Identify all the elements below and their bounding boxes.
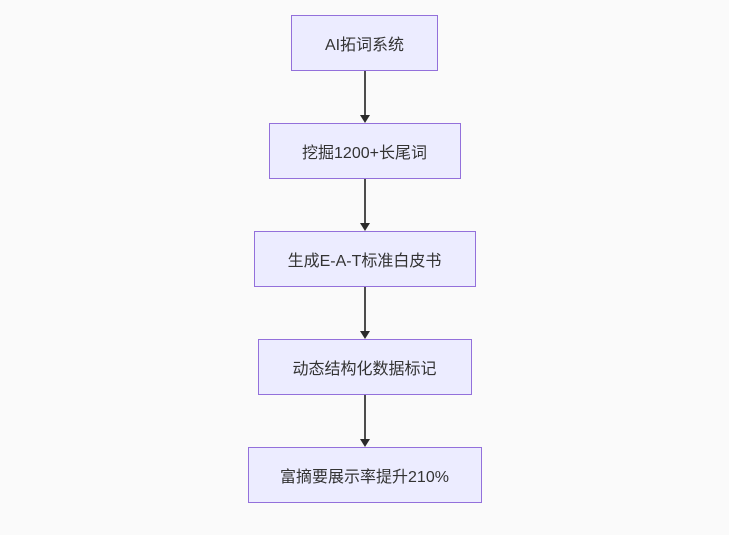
arrowhead-down-icon xyxy=(359,439,370,447)
flow-node-dynamic-structured-data-markup: 动态结构化数据标记 xyxy=(257,339,472,395)
arrow-line xyxy=(363,179,366,224)
flow-node-label: 富摘要展示率提升210% xyxy=(280,469,449,486)
arrow-connector xyxy=(358,71,372,123)
flow-node-label: 动态结构化数据标记 xyxy=(292,361,437,378)
flow-node-label: 生成E-A-T标准白皮书 xyxy=(287,253,442,270)
arrow-line xyxy=(363,287,366,332)
arrow-connector xyxy=(358,179,372,231)
arrow-connector xyxy=(358,287,372,339)
flow-node-label: AI拓词系统 xyxy=(324,37,405,54)
arrow-connector xyxy=(358,395,372,447)
flow-node-label: 挖掘1200+长尾词 xyxy=(302,145,427,162)
arrowhead-down-icon xyxy=(359,331,370,339)
flow-node-rich-snippet-rate-increase: 富摘要展示率提升210% xyxy=(247,447,482,503)
arrowhead-down-icon xyxy=(359,115,370,123)
arrowhead-down-icon xyxy=(359,223,370,231)
flow-node-generate-eat-whitepaper: 生成E-A-T标准白皮书 xyxy=(253,231,476,287)
flow-node-mine-longtail-keywords: 挖掘1200+长尾词 xyxy=(268,123,461,179)
arrow-line xyxy=(363,71,366,116)
flow-node-ai-word-expansion-system: AI拓词系统 xyxy=(291,15,438,71)
arrow-line xyxy=(363,395,366,440)
flowchart: AI拓词系统 挖掘1200+长尾词 生成E-A-T标准白皮书 动态结构化数据标记… xyxy=(0,15,729,503)
